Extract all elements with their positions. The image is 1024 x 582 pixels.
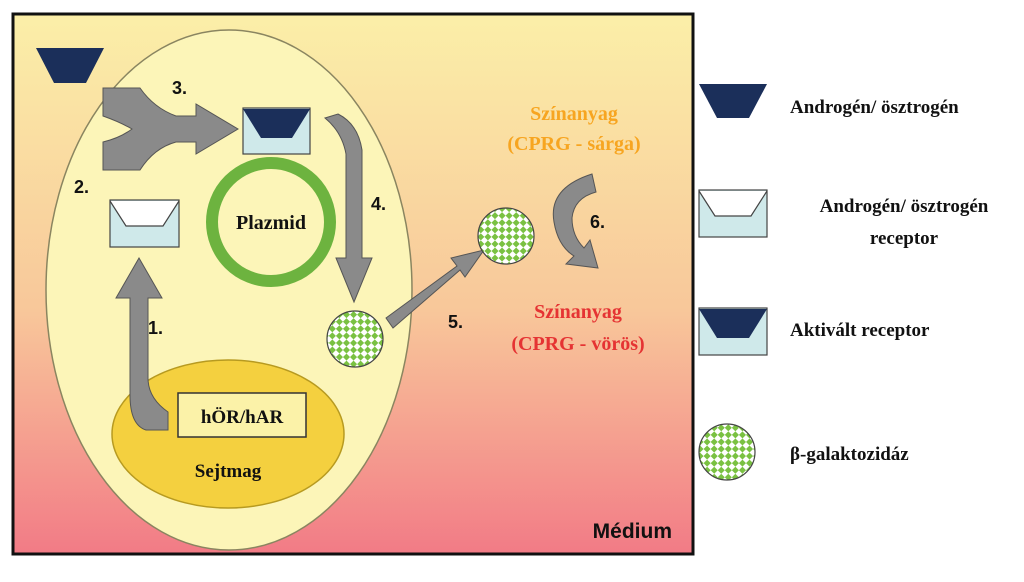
nucleus-label: Sejtmag <box>195 461 262 482</box>
step-label: 2. <box>74 177 89 197</box>
arrow-step-5 <box>385 249 486 329</box>
gene-label: hÖR/hAR <box>201 407 284 428</box>
arrow-step-4 <box>323 113 373 304</box>
legend-ligand-icon <box>699 84 767 118</box>
step-label: 6. <box>590 212 605 232</box>
legend-beta-galactosidase-icon <box>698 423 756 481</box>
arrow-step-2-3 <box>102 87 239 171</box>
substrate-yellow-formula: (CPRG - sárga) <box>507 133 640 155</box>
arrow-step-1 <box>115 256 169 431</box>
arrow-step-6 <box>552 173 599 269</box>
step-label: 4. <box>371 194 386 214</box>
legend-label: β-galaktozidáz <box>790 444 909 465</box>
step-label: 5. <box>448 312 463 332</box>
gene-box <box>177 392 307 438</box>
substrate-red-name: Színanyag <box>534 301 622 323</box>
substrate-red-formula: (CPRG - vörös) <box>511 333 644 355</box>
plasmid-ring <box>206 157 336 287</box>
activated-receptor-icon <box>242 107 311 155</box>
beta-galactosidase-icon <box>326 310 384 368</box>
step-label: 1. <box>148 318 163 338</box>
substrate-yellow-name: Színanyag <box>530 103 618 125</box>
beta-galactosidase-icon <box>477 207 535 265</box>
legend-activated-receptor-icon <box>698 307 768 356</box>
legend: Androgén/ ösztrogén Androgén/ ösztrogén … <box>698 84 989 481</box>
legend-label: Androgén/ ösztrogén <box>790 97 959 118</box>
step-label: 3. <box>172 78 187 98</box>
ligand-icon <box>36 48 104 83</box>
legend-label: Androgén/ ösztrogén <box>820 196 989 217</box>
medium-label: Médium <box>593 520 672 543</box>
receptor-icon <box>109 199 180 248</box>
legend-receptor-icon <box>698 189 768 238</box>
legend-label: receptor <box>870 228 939 249</box>
legend-label: Aktivált receptor <box>790 320 930 341</box>
plasmid-label: Plazmid <box>236 212 306 234</box>
